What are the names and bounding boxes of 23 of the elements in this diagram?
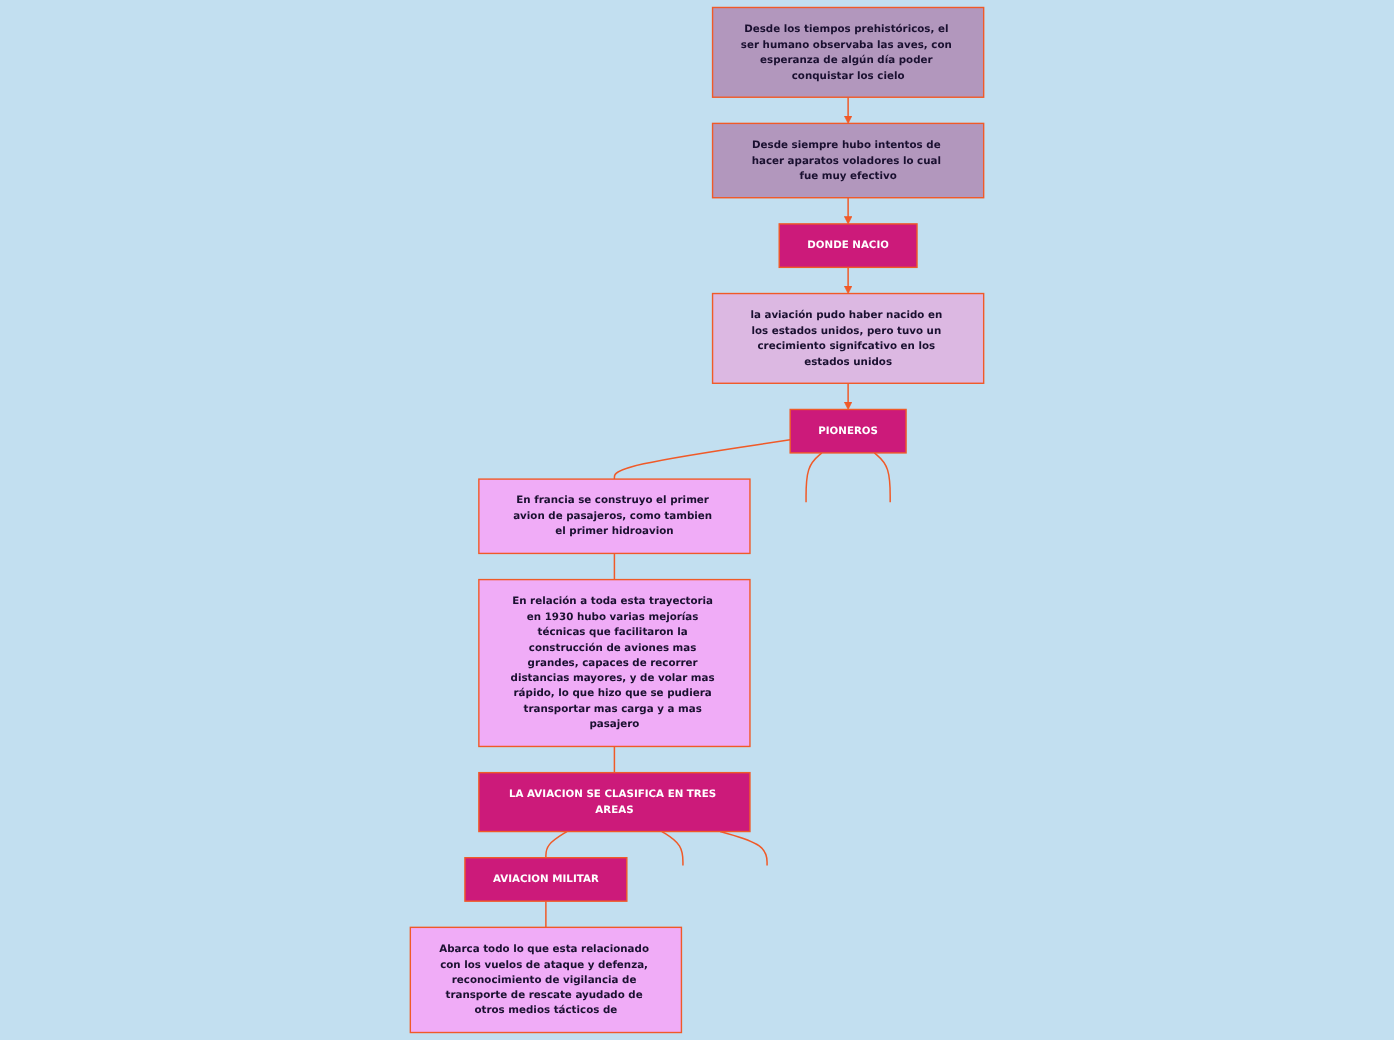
node-box bbox=[478, 478, 751, 555]
arrow bbox=[844, 382, 853, 410]
node-box bbox=[409, 926, 683, 1034]
connector bbox=[613, 745, 616, 774]
node-box bbox=[711, 6, 985, 98]
arrow bbox=[844, 266, 853, 294]
connector bbox=[805, 452, 823, 503]
node-box bbox=[711, 122, 985, 199]
node-box bbox=[789, 408, 907, 454]
connector bbox=[613, 439, 791, 480]
connector bbox=[719, 830, 768, 867]
connector bbox=[873, 452, 891, 503]
arrow bbox=[844, 96, 853, 124]
connector bbox=[545, 900, 547, 929]
node-box bbox=[711, 292, 985, 384]
connector bbox=[613, 552, 616, 581]
node-box bbox=[778, 223, 918, 269]
node-box bbox=[478, 578, 751, 748]
connector bbox=[661, 830, 684, 867]
node-box bbox=[464, 857, 628, 902]
arrow bbox=[844, 196, 853, 225]
connector bbox=[545, 830, 568, 859]
node-box bbox=[478, 771, 751, 833]
